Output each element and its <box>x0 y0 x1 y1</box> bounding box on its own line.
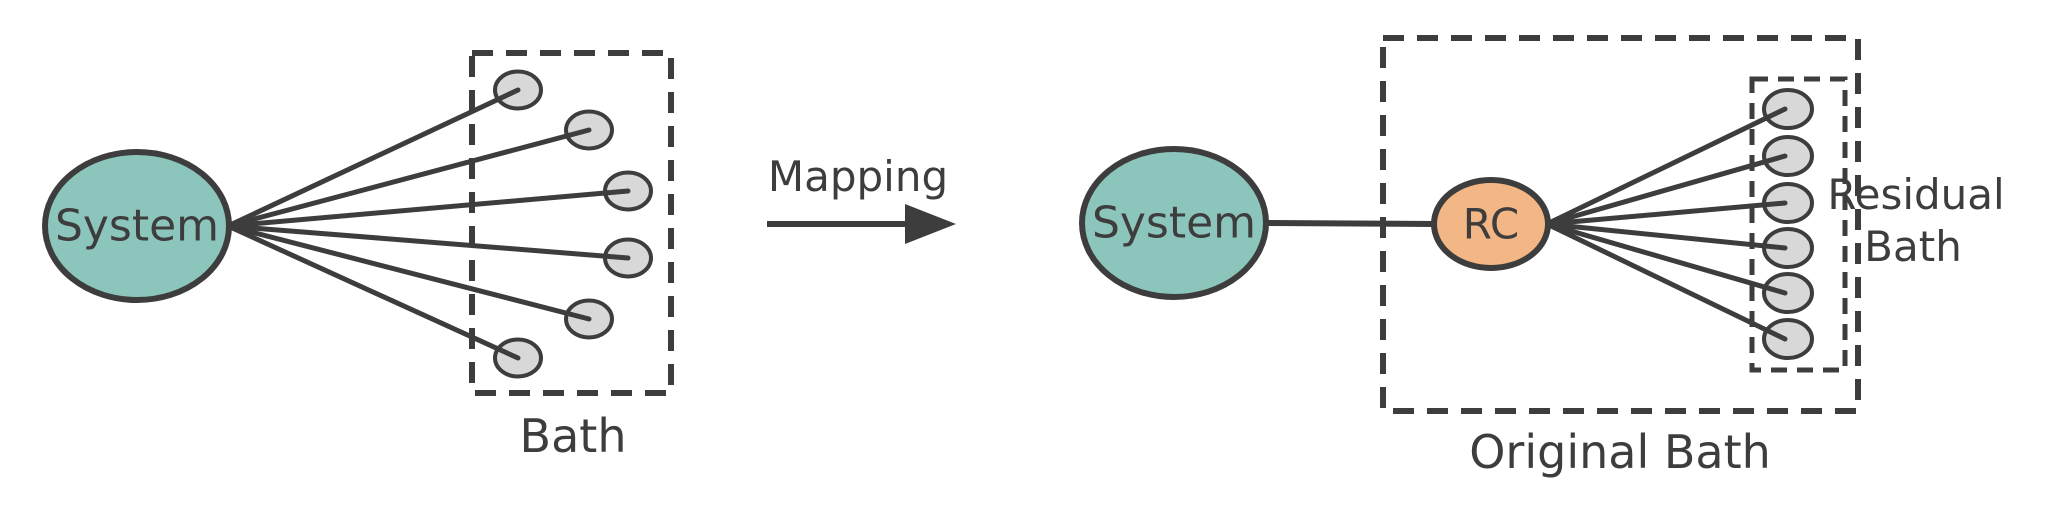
coupling-line <box>225 223 592 322</box>
rc-residual-couplings <box>1544 106 1788 342</box>
mapping-arrow-head-icon <box>905 204 956 244</box>
residual-mode-node <box>1762 135 1814 177</box>
coupling-line <box>1544 153 1788 227</box>
left-panel: System Bath <box>42 50 674 463</box>
residual-bath-modes <box>1762 88 1814 360</box>
mapping-label: Mapping <box>768 152 948 201</box>
coupling-line <box>225 87 521 229</box>
coupling-line <box>225 223 521 361</box>
system-ellipse <box>42 149 232 303</box>
residual-bath-dashed-box <box>1749 76 1848 373</box>
bath-modes <box>493 69 653 379</box>
residual-mode-node <box>1762 88 1814 130</box>
coupling-line <box>225 127 592 229</box>
coupling-line <box>1544 221 1788 296</box>
residual-bath-label-line1: Residual <box>1827 170 2004 219</box>
coupling-line <box>1544 221 1788 342</box>
rc-ellipse <box>1431 177 1551 271</box>
system-rc-connector <box>1263 220 1439 227</box>
coupling-line <box>225 188 631 229</box>
system-bath-couplings <box>225 87 631 361</box>
system-ellipse-mapped <box>1079 146 1269 300</box>
coupling-line <box>1544 200 1788 227</box>
rc-label: RC <box>1463 200 1519 249</box>
residual-mode-node <box>1762 318 1814 360</box>
system-label: System <box>55 201 219 252</box>
right-panel: System RC Original Bath Residual Bath <box>1079 35 2005 479</box>
system-label-mapped: System <box>1092 198 1256 249</box>
mapping-arrow-group: Mapping <box>767 152 956 244</box>
residual-bath-label-line2: Bath <box>1864 222 1962 271</box>
residual-mode-node <box>1762 272 1814 314</box>
bath-label: Bath <box>520 409 627 463</box>
original-bath-label: Original Bath <box>1469 425 1771 479</box>
coupling-line <box>1544 106 1788 227</box>
coupling-line <box>1544 221 1788 251</box>
coupling-line <box>225 223 631 261</box>
